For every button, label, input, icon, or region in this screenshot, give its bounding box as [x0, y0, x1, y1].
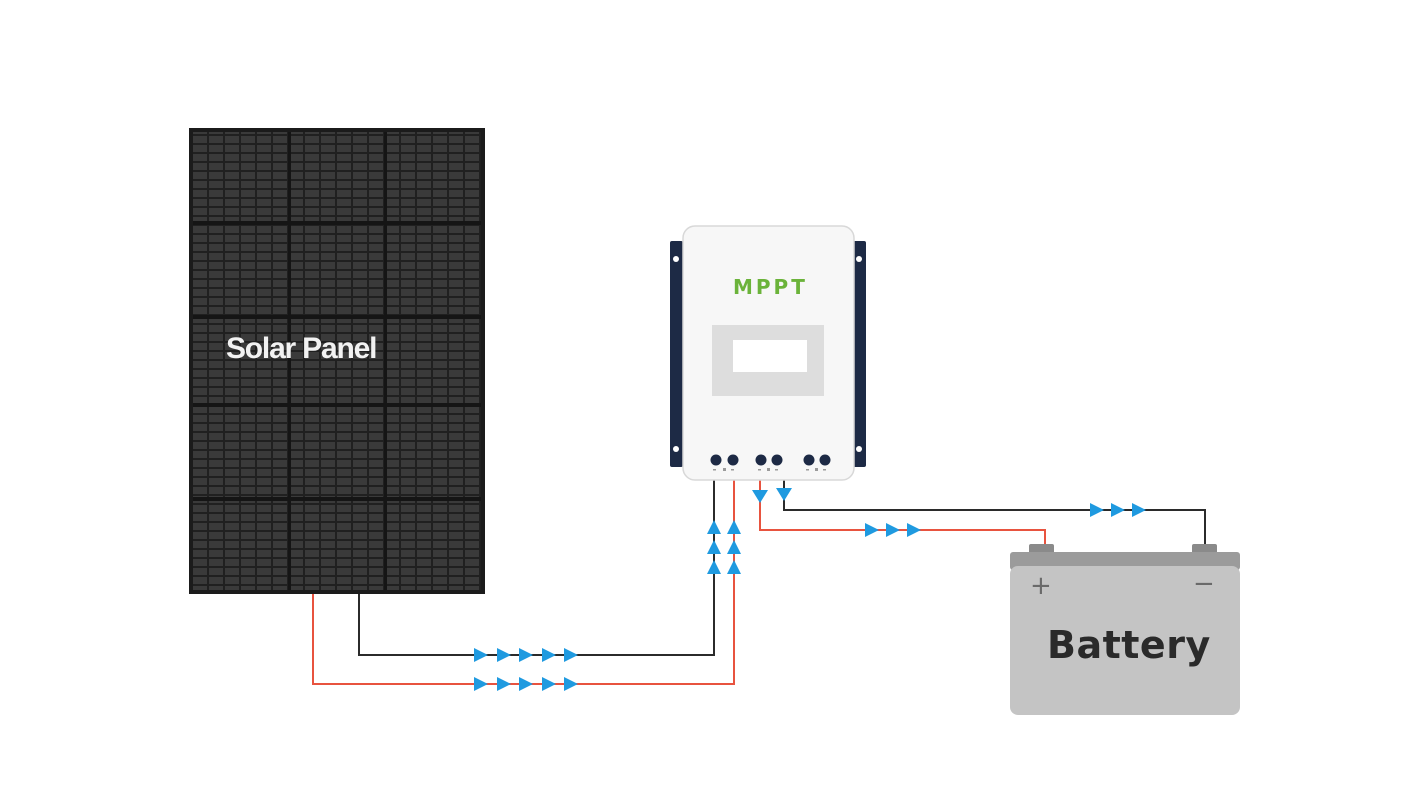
- load-positive-terminal: [803, 454, 815, 466]
- battery-negative-terminal: [771, 454, 783, 466]
- flow-arrow-icon: [1111, 503, 1125, 517]
- controller-label: MPPT: [733, 275, 808, 299]
- flow-arrow-icon: [564, 677, 578, 691]
- flow-arrow-icon: [519, 677, 533, 691]
- solar-panel-label: Solar Panel: [226, 332, 376, 365]
- flow-arrow-icon: [727, 540, 741, 554]
- flow-arrow-icon: [542, 677, 556, 691]
- flow-arrow-icon: [474, 648, 488, 662]
- left-mounting-rail: [670, 241, 683, 467]
- flow-arrow-icon: [727, 560, 741, 574]
- flow-arrows: [474, 488, 1146, 691]
- battery-lid: [1010, 552, 1240, 570]
- battery-negative-symbol: −: [1193, 569, 1215, 599]
- flow-arrow-icon: [497, 677, 511, 691]
- flow-arrow-icon: [907, 523, 921, 537]
- flow-arrow-icon: [707, 540, 721, 554]
- pv-positive-terminal: [710, 454, 722, 466]
- battery-negative-wire: [783, 480, 1206, 548]
- flow-arrow-icon: [727, 520, 741, 534]
- battery-positive-terminal: [755, 454, 767, 466]
- mppt-controller: MPPT: [670, 225, 866, 481]
- battery-label: Battery: [1047, 623, 1211, 667]
- flow-arrow-icon: [564, 648, 578, 662]
- flow-arrow-icon: [1132, 503, 1146, 517]
- flow-arrow-icon: [474, 677, 488, 691]
- flow-arrow-icon: [752, 490, 768, 503]
- controller-terminals: [710, 454, 831, 466]
- pv-negative-terminal: [727, 454, 739, 466]
- flow-arrow-icon: [776, 488, 792, 501]
- right-mounting-rail: [853, 241, 866, 467]
- flow-arrow-icon: [519, 648, 533, 662]
- battery-positive-wire: [759, 480, 1046, 548]
- controller-display: [733, 340, 807, 372]
- flow-arrow-icon: [886, 523, 900, 537]
- battery-positive-symbol: +: [1030, 571, 1052, 601]
- solar-panel: Solar Panel: [189, 128, 485, 594]
- flow-arrow-icon: [497, 648, 511, 662]
- battery: + − Battery: [1010, 544, 1240, 715]
- flow-arrow-icon: [707, 560, 721, 574]
- load-negative-terminal: [819, 454, 831, 466]
- flow-arrow-icon: [1090, 503, 1104, 517]
- battery-body: [1010, 566, 1240, 715]
- flow-arrow-icon: [542, 648, 556, 662]
- flow-arrow-icon: [707, 520, 721, 534]
- flow-arrow-icon: [865, 523, 879, 537]
- terminal-icons: [713, 468, 826, 471]
